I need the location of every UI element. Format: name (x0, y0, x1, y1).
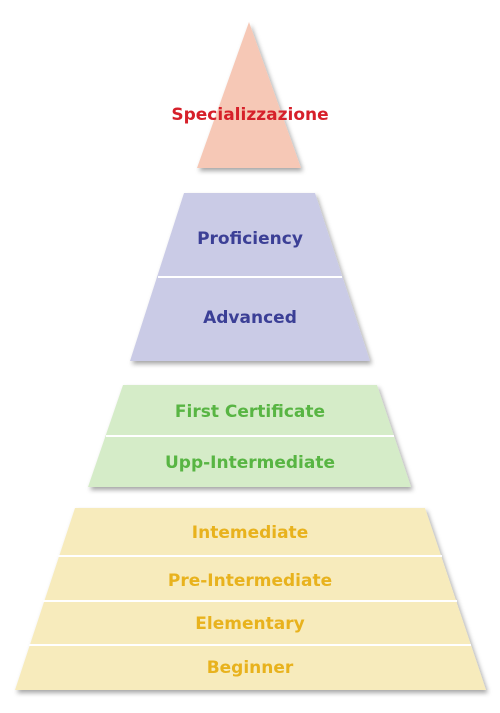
level-label-advanced: Advanced (203, 308, 297, 328)
level-label-elementary: Elementary (195, 614, 304, 634)
level-label-beginner: Beginner (207, 658, 294, 678)
tier-top-shape (197, 22, 301, 168)
level-label-specializzazione: Specializzazione (171, 105, 328, 125)
tier-purple: Proficiency Advanced (130, 193, 370, 361)
tier-yellow: Intemediate Pre-Intermediate Elementary … (15, 508, 486, 690)
level-label-first-certificate: First Certificate (175, 402, 325, 422)
tier-green: First Certificate Upp-Intermediate (88, 385, 411, 487)
level-label-upp-intermediate: Upp-Intermediate (165, 453, 335, 473)
tier-top: Specializzazione (171, 22, 329, 168)
level-label-pre-intermediate: Pre-Intermediate (168, 571, 332, 591)
level-label-intemediate: Intemediate (192, 523, 308, 543)
level-label-proficiency: Proficiency (197, 229, 303, 249)
